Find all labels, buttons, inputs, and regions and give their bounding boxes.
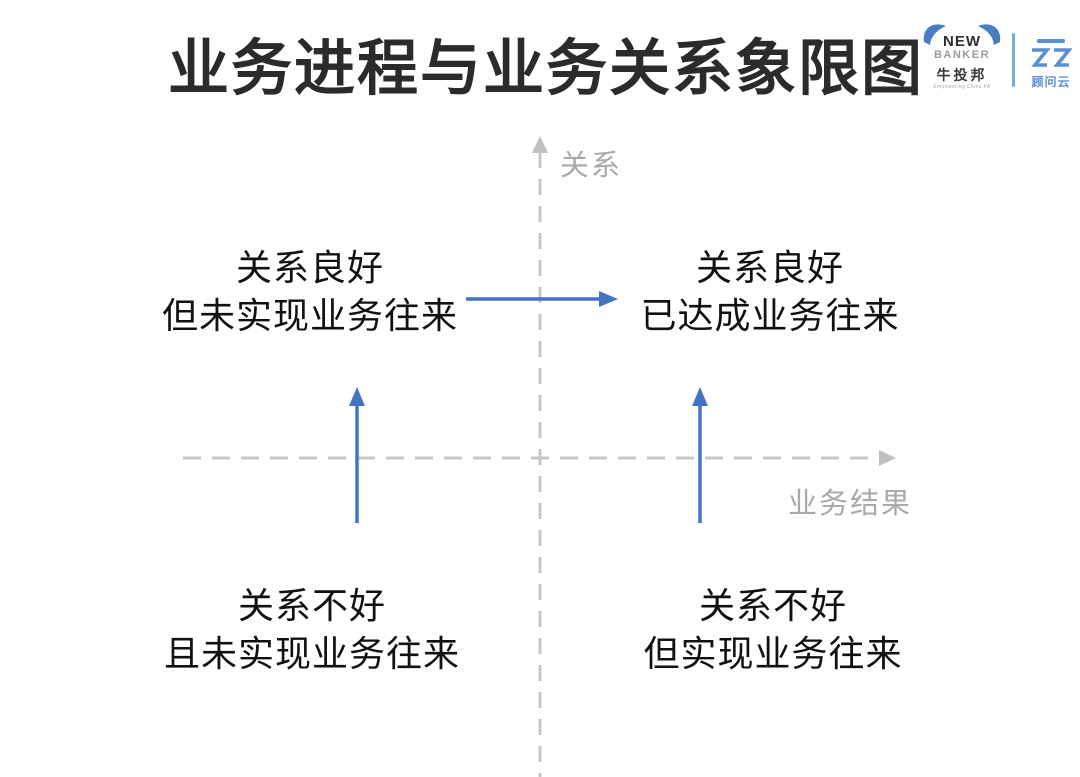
newbanker-name-line1: NEW (943, 33, 981, 50)
newbanker-tagline: Empowering China FA (933, 84, 991, 90)
quadrant-top-left-label: 关系良好 但未实现业务往来 (100, 244, 520, 339)
quadrant-top-right-line1: 关系良好 (695, 247, 844, 288)
flow-arrow-right-head (692, 387, 708, 406)
flow-arrow-left-head (349, 387, 365, 406)
page-title: 业务进程与业务关系象限图 (168, 34, 925, 102)
flow-arrow-horizontal-head (599, 291, 618, 307)
quadrant-bottom-right-line2: 但实现业务往来 (643, 632, 903, 674)
quadrant-bottom-left-line2: 且未实现业务往来 (163, 632, 460, 674)
brand-logos: NEW BANKER 牛投邦 Empowering China FA 顾问云 (918, 14, 1080, 106)
newbanker-cn-name: 牛投邦 (936, 67, 988, 83)
y-axis-arrowhead (532, 136, 548, 153)
quadrant-bottom-right-line1: 关系不好 (698, 585, 847, 626)
newbanker-name-line2: BANKER (933, 49, 991, 61)
guwenyun-cn-name: 顾问云 (1031, 75, 1071, 89)
guwenyun-logo: 顾问云 (1025, 32, 1077, 88)
x-axis-label: 业务结果 (788, 488, 913, 520)
cloud-mark-icon (1031, 39, 1072, 67)
quadrant-top-right-line2: 已达成业务往来 (640, 294, 900, 336)
newbanker-logo: NEW BANKER 牛投邦 Empowering China FA (918, 14, 1006, 106)
quadrant-bottom-left-label: 关系不好 且未实现业务往来 (102, 582, 522, 677)
quadrant-top-left-line2: 但未实现业务往来 (161, 294, 458, 336)
quadrant-bottom-right-label: 关系不好 但实现业务往来 (563, 582, 983, 677)
logo-divider (1012, 33, 1015, 87)
x-axis-arrowhead (879, 450, 896, 466)
quadrant-bottom-left-line1: 关系不好 (237, 585, 386, 626)
bull-horns-icon (923, 24, 1001, 45)
y-axis-label: 关系 (560, 150, 623, 182)
quadrant-top-right-label: 关系良好 已达成业务往来 (560, 244, 980, 339)
quadrant-top-left-line1: 关系良好 (235, 247, 384, 288)
